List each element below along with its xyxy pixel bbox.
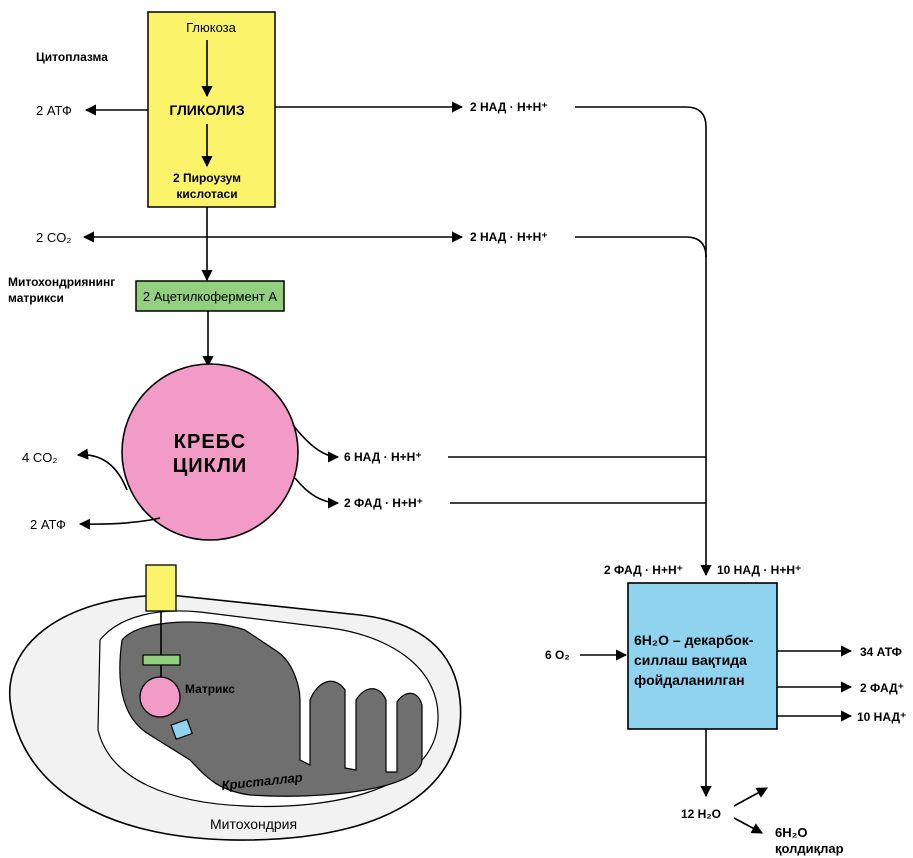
etc-label-3: фойдаланилган (634, 672, 745, 688)
atp-output-label: 34 АТФ (860, 645, 902, 659)
pyruvate-label-2: кислотаси (176, 187, 237, 201)
pyruvate-nadh-label: 2 НАД · Н+Н⁺ (470, 230, 548, 244)
oxygen-label: 6 O₂ (545, 648, 570, 662)
mini-acetyl-box (143, 655, 180, 665)
acetyl-coa-label: 2 Ацетилкофермент А (143, 289, 278, 304)
krebs-co2-label: 4 CO₂ (22, 450, 57, 465)
krebs-atp-label: 2 АТФ (30, 517, 66, 532)
pyruvate-label-1: 2 Пироузум (173, 171, 241, 185)
water-leftover-label-1: 6H₂O (775, 825, 808, 840)
mito-matrix-label: Матрикс (185, 682, 235, 696)
mitochondrion-label: Митохондрия (210, 816, 297, 832)
fad-output-label: 2 ФАД⁺ (860, 681, 904, 695)
total-nadh-label: 10 НАД · Н+Н⁺ (717, 563, 801, 577)
mini-glycolysis-box (146, 565, 176, 611)
krebs-nadh-label: 6 НАД · Н+Н⁺ (344, 450, 422, 464)
etc-label-1: 6H₂O – декарбок- (634, 632, 754, 648)
cytoplasm-label: Цитоплазма (36, 50, 108, 64)
water-leftover-label-2: қолдиқлар (775, 841, 844, 856)
nad-output-label: 10 НАД⁺ (857, 710, 906, 724)
krebs-label-1: КРЕБС (174, 431, 246, 453)
water-label: 12 H₂O (681, 807, 721, 821)
matrix-region-label-2: матрикси (8, 291, 64, 305)
mini-krebs-circle (140, 677, 180, 717)
glycolysis-nadh-label: 2 НАД · Н+Н⁺ (470, 100, 548, 114)
glucose-label: Глюкоза (186, 20, 237, 35)
matrix-region-label-1: Митохондриянинг (8, 275, 115, 289)
krebs-fadh-label: 2 ФАД · Н+Н⁺ (344, 496, 423, 510)
krebs-label-2: ЦИКЛИ (173, 455, 248, 477)
glycolysis-atp-label: 2 АТФ (36, 103, 72, 118)
total-fadh-label: 2 ФАД · Н+Н⁺ (604, 563, 683, 577)
pyruvate-co2-label: 2 CO₂ (36, 230, 71, 245)
mitochondrion-illustration: Матрикс Кристаллар Митохондрия (10, 565, 461, 840)
glycolysis-label: ГЛИКОЛИЗ (169, 102, 244, 118)
etc-label-2: силлаш вақтида (634, 652, 747, 668)
